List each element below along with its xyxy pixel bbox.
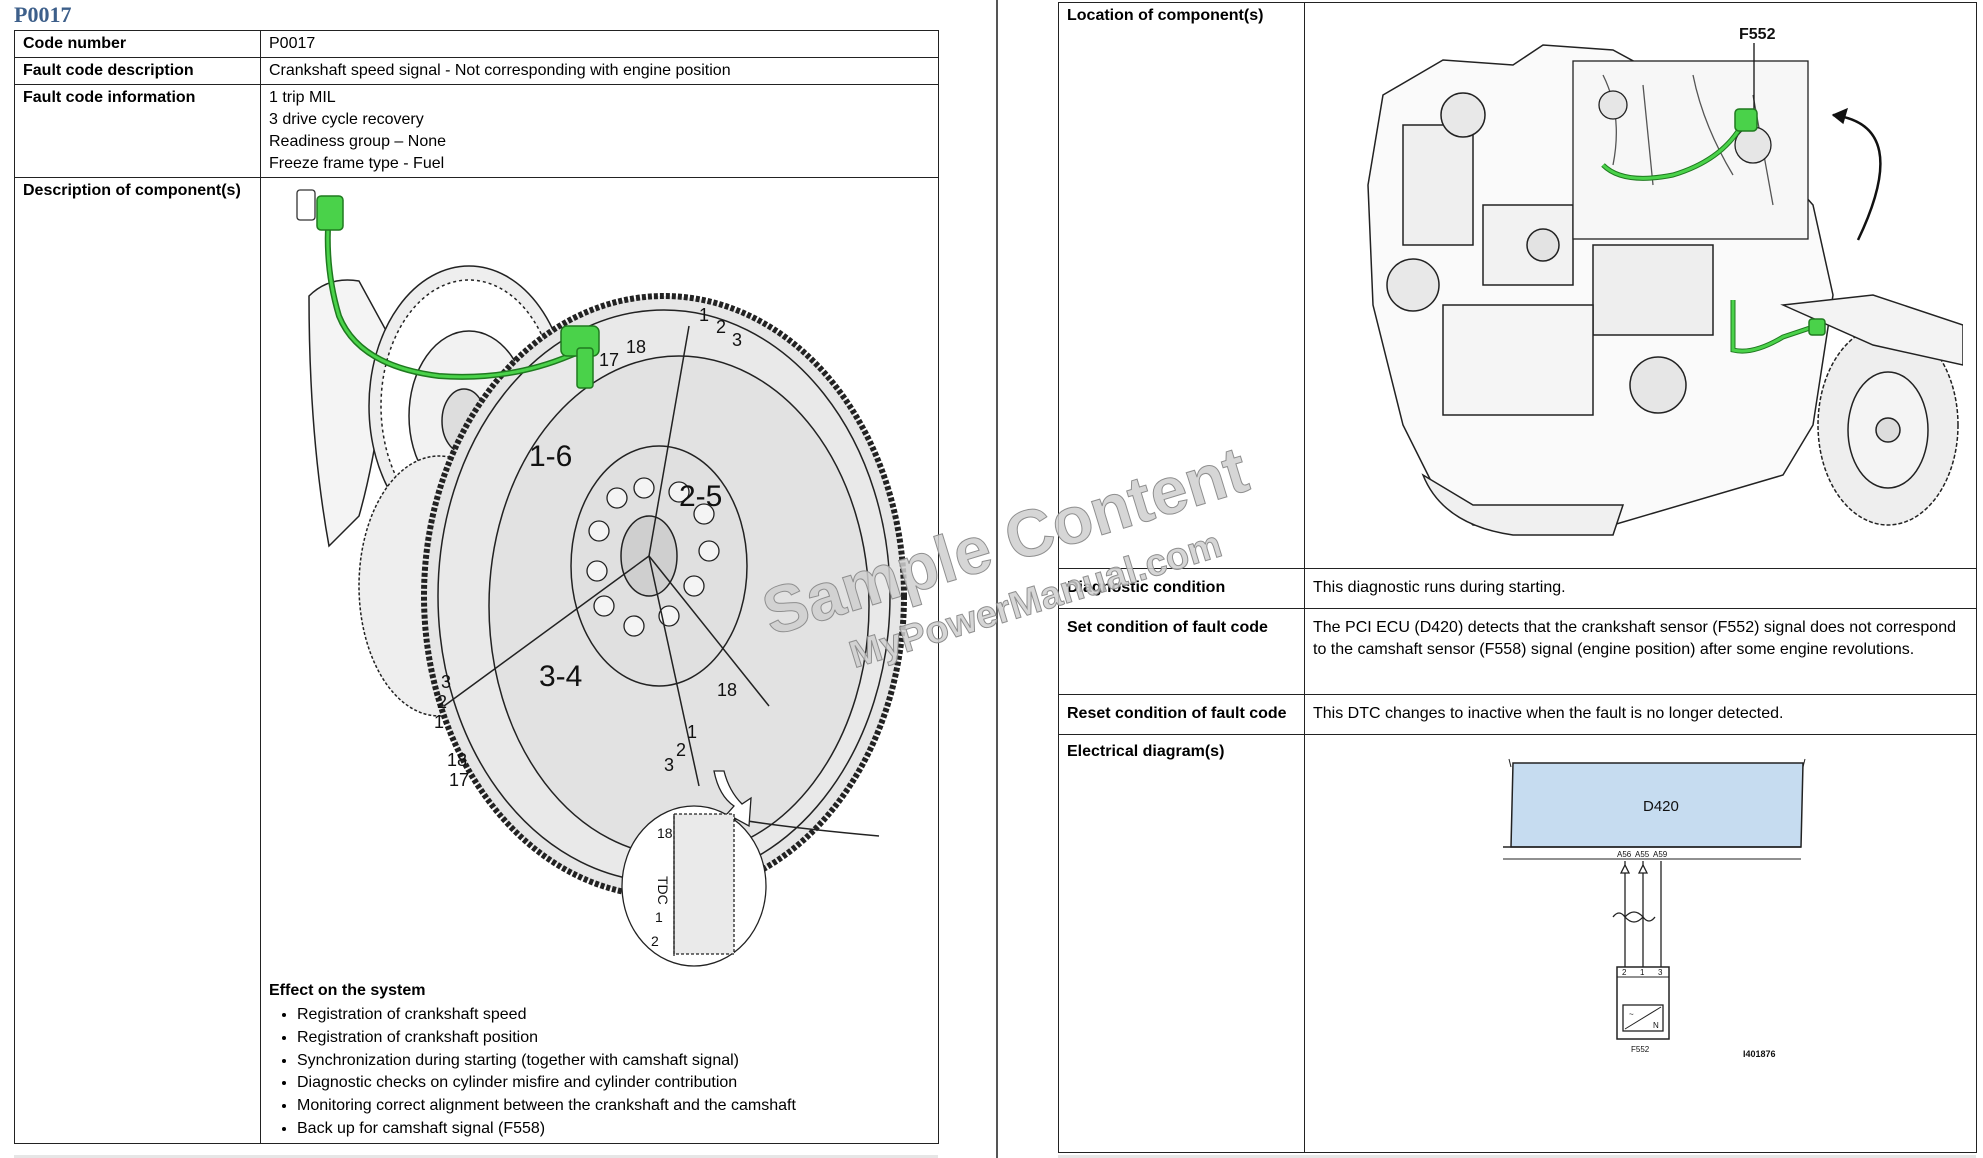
list-item: Monitoring correct alignment between the… [297,1095,930,1118]
right-fault-table: Location of component(s) [1058,2,1977,1153]
tooth-number: 2 [716,317,726,337]
description-of-components-cell: 1-6 2-5 3-4 1 2 3 17 18 1 2 3 17 18 3 [260,177,939,1144]
inset-tooth-1: 1 [655,909,663,925]
fault-code-information-label: Fault code information [14,84,261,178]
ecu-label: D420 [1643,798,1679,815]
effect-on-system-title: Effect on the system [269,982,426,999]
effect-list: Registration of crankshaft speed Registr… [269,1004,930,1141]
tooth-number: 18 [626,337,646,357]
flywheel-label-2-5: 2-5 [679,480,722,513]
column-divider [996,0,998,1158]
list-item: Back up for camshaft signal (F558) [297,1118,930,1141]
figure-id: I401876 [1743,1049,1776,1059]
diagnostic-condition-value: This diagnostic runs during starting. [1304,568,1977,609]
info-line: 1 trip MIL [269,89,336,106]
row-code-number: Code number P0017 [14,30,939,58]
location-callout-f552: F552 [1739,26,1776,43]
page-title: P0017 [14,2,72,27]
sensor-pin-label: 3 [1658,968,1663,977]
electrical-diagrams-label: Electrical diagram(s) [1058,734,1305,1153]
row-reset-condition: Reset condition of fault code This DTC c… [1058,694,1977,735]
list-item: Registration of crankshaft position [297,1027,930,1050]
info-line: Readiness group – None [269,133,447,150]
crankshaft-sensor-icon [296,189,600,389]
tooth-number: 3 [441,672,451,692]
row-fault-code-description: Fault code description Crankshaft speed … [14,57,939,85]
location-of-components-cell: F552 [1304,2,1977,569]
bottom-rule-left [14,1155,938,1158]
fault-code-information-value: 1 trip MIL 3 drive cycle recovery Readin… [260,84,939,178]
tooth-number: 2 [676,740,686,760]
electrical-diagrams-cell: D420 A56 A55 A59 [1304,734,1977,1153]
crankshaft-sensor-location-icon [1601,108,1826,354]
svg-text:~: ~ [1629,1010,1634,1019]
engine-location-illustration: F552 [1367,26,1963,536]
tooth-number: 18 [717,680,737,700]
tooth-number: 1 [699,305,709,325]
tooth-number: 17 [599,350,619,370]
row-set-condition: Set condition of fault code The PCI ECU … [1058,608,1977,695]
tooth-number: 1 [434,712,444,732]
pin-label: A56 [1617,850,1632,859]
diagnostic-condition-label: Diagnostic condition [1058,568,1305,609]
description-of-components-label: Description of component(s) [14,177,261,1144]
sensor-pin-label: 1 [1640,968,1645,977]
fault-code-description-value: Crankshaft speed signal - Not correspond… [260,57,939,85]
inset-tooth-2: 2 [651,933,659,949]
electrical-diagram: D420 A56 A55 A59 [1503,758,1806,1059]
sensor-n-label: N [1653,1021,1659,1030]
flywheel-label-1-6: 1-6 [529,440,572,473]
info-line: Freeze frame type - Fuel [269,155,445,172]
sensor-pin-label: 2 [1622,968,1627,977]
tooth-number: 3 [732,330,742,350]
row-electrical-diagrams: Electrical diagram(s) D420 A56 A55 A59 [1058,734,1977,1153]
tooth-number: 1 [687,722,697,742]
pin-label: A55 [1635,850,1650,859]
flywheel-label-3-4: 3-4 [539,660,582,693]
pin-label: A59 [1653,850,1668,859]
row-fault-code-information: Fault code information 1 trip MIL 3 driv… [14,84,939,178]
tooth-number: 2 [437,692,447,712]
row-diagnostic-condition: Diagnostic condition This diagnostic run… [1058,568,1977,609]
sensor-label: F552 [1631,1045,1650,1054]
row-location-of-components: Location of component(s) [1058,2,1977,569]
tooth-number: 18 [447,750,467,770]
list-item: Registration of crankshaft speed [297,1004,930,1027]
reset-condition-label: Reset condition of fault code [1058,694,1305,735]
inset-tooth-18: 18 [657,825,673,841]
tooth-number: 3 [664,755,674,775]
row-description-of-components: Description of component(s) [14,177,939,1144]
set-condition-value: The PCI ECU (D420) detects that the cran… [1304,608,1977,695]
bottom-rule-right [1058,1155,1976,1158]
flywheel-illustration: 1-6 2-5 3-4 1 2 3 17 18 1 2 3 17 18 3 [296,189,907,967]
code-number-label: Code number [14,30,261,58]
inset-tdc-label: TDC [655,876,671,905]
list-item: Diagnostic checks on cylinder misfire an… [297,1072,930,1095]
code-number-value: P0017 [260,30,939,58]
location-of-components-label: Location of component(s) [1058,2,1305,569]
left-fault-table: Code number P0017 Fault code description… [14,30,939,1144]
info-line: 3 drive cycle recovery [269,111,424,128]
fault-code-description-label: Fault code description [14,57,261,85]
list-item: Synchronization during starting (togethe… [297,1050,930,1073]
set-condition-label: Set condition of fault code [1058,608,1305,695]
reset-condition-value: This DTC changes to inactive when the fa… [1304,694,1977,735]
tooth-number: 17 [449,770,469,790]
